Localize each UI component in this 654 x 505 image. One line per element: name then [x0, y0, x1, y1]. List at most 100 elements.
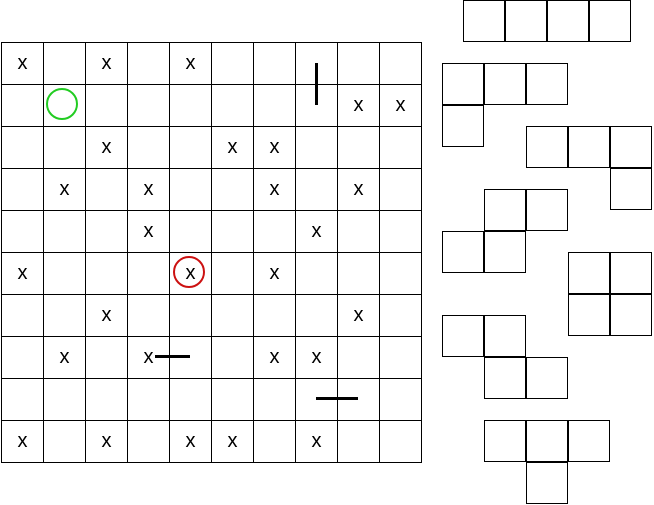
- board-cell[interactable]: [254, 295, 296, 337]
- board-cell[interactable]: [86, 169, 128, 211]
- board-cell[interactable]: x: [128, 169, 170, 211]
- board-cell[interactable]: [296, 295, 338, 337]
- board-cell[interactable]: [128, 421, 170, 463]
- board-cell[interactable]: x: [2, 43, 44, 85]
- board-cell[interactable]: [338, 379, 380, 421]
- board-cell[interactable]: [44, 211, 86, 253]
- board-cell[interactable]: [254, 379, 296, 421]
- board-cell[interactable]: [44, 421, 86, 463]
- piece-t[interactable]: [484, 420, 653, 505]
- board-cell[interactable]: [212, 253, 254, 295]
- board-cell[interactable]: [296, 379, 338, 421]
- board-cell[interactable]: [128, 379, 170, 421]
- board-cell[interactable]: [338, 43, 380, 85]
- board-cell[interactable]: [44, 127, 86, 169]
- board-cell[interactable]: [128, 43, 170, 85]
- board-cell[interactable]: [86, 85, 128, 127]
- board-cell[interactable]: x: [2, 253, 44, 295]
- board-cell[interactable]: [380, 211, 422, 253]
- board-cell[interactable]: [296, 169, 338, 211]
- board-cell[interactable]: [128, 253, 170, 295]
- board-cell[interactable]: [212, 211, 254, 253]
- board-cell[interactable]: [44, 295, 86, 337]
- board-cell[interactable]: [86, 253, 128, 295]
- board-cell[interactable]: [296, 253, 338, 295]
- board-cell[interactable]: x: [170, 43, 212, 85]
- board-cell[interactable]: x: [170, 253, 212, 295]
- board-cell[interactable]: [212, 337, 254, 379]
- board-cell[interactable]: [380, 253, 422, 295]
- board-cell[interactable]: [338, 421, 380, 463]
- board-cell[interactable]: [170, 127, 212, 169]
- piece-z[interactable]: [442, 315, 611, 400]
- board-cell[interactable]: [254, 421, 296, 463]
- board-cell[interactable]: x: [86, 421, 128, 463]
- board-cell[interactable]: [44, 85, 86, 127]
- board-cell[interactable]: [296, 43, 338, 85]
- board-cell[interactable]: x: [44, 169, 86, 211]
- board-cell[interactable]: x: [254, 337, 296, 379]
- piece-i-horizontal[interactable]: [463, 0, 632, 43]
- board-cell[interactable]: [170, 337, 212, 379]
- board-cell[interactable]: [380, 127, 422, 169]
- board-cell[interactable]: [338, 337, 380, 379]
- board-cell[interactable]: [44, 253, 86, 295]
- board-cell[interactable]: [254, 43, 296, 85]
- board-cell[interactable]: [44, 43, 86, 85]
- board-cell[interactable]: [86, 211, 128, 253]
- board-cell[interactable]: [170, 85, 212, 127]
- piece-l-left[interactable]: [442, 63, 611, 148]
- board-cell[interactable]: [212, 43, 254, 85]
- board-cell[interactable]: x: [86, 43, 128, 85]
- board-cell[interactable]: x: [254, 169, 296, 211]
- piece-s[interactable]: [442, 189, 611, 274]
- piece-o[interactable]: [568, 252, 654, 337]
- board-cell[interactable]: [380, 379, 422, 421]
- board-cell[interactable]: [296, 127, 338, 169]
- board-cell[interactable]: x: [86, 127, 128, 169]
- board-cell[interactable]: [128, 85, 170, 127]
- board-cell[interactable]: [128, 127, 170, 169]
- board-cell[interactable]: [128, 295, 170, 337]
- board-cell[interactable]: [2, 127, 44, 169]
- board-cell[interactable]: [2, 379, 44, 421]
- board-cell[interactable]: x: [296, 337, 338, 379]
- board-cell[interactable]: [338, 127, 380, 169]
- board-cell[interactable]: x: [44, 337, 86, 379]
- board-cell[interactable]: x: [128, 211, 170, 253]
- board-cell[interactable]: x: [2, 421, 44, 463]
- board-cell[interactable]: [212, 85, 254, 127]
- board-cell[interactable]: [2, 169, 44, 211]
- board-cell[interactable]: [380, 421, 422, 463]
- board-cell[interactable]: x: [254, 253, 296, 295]
- board-cell[interactable]: x: [254, 127, 296, 169]
- board-cell[interactable]: x: [296, 421, 338, 463]
- board-cell[interactable]: x: [338, 169, 380, 211]
- board-cell[interactable]: [170, 379, 212, 421]
- board-cell[interactable]: [2, 337, 44, 379]
- board-cell[interactable]: [338, 211, 380, 253]
- board-cell[interactable]: x: [128, 337, 170, 379]
- board-cell[interactable]: [380, 295, 422, 337]
- board-cell[interactable]: [380, 43, 422, 85]
- board-cell[interactable]: [254, 211, 296, 253]
- board-cell[interactable]: x: [212, 127, 254, 169]
- board-cell[interactable]: [2, 85, 44, 127]
- board-cell[interactable]: x: [338, 85, 380, 127]
- board-cell[interactable]: [86, 337, 128, 379]
- board-cell[interactable]: [2, 295, 44, 337]
- board-cell[interactable]: [2, 211, 44, 253]
- board-cell[interactable]: [380, 169, 422, 211]
- board-cell[interactable]: [44, 379, 86, 421]
- board-cell[interactable]: x: [86, 295, 128, 337]
- board-cell[interactable]: [212, 379, 254, 421]
- board-cell[interactable]: [296, 85, 338, 127]
- board-cell[interactable]: x: [338, 295, 380, 337]
- board-cell[interactable]: x: [212, 421, 254, 463]
- board-cell[interactable]: [170, 169, 212, 211]
- board-cell[interactable]: x: [170, 421, 212, 463]
- board-cell[interactable]: [212, 169, 254, 211]
- board-cell[interactable]: [338, 253, 380, 295]
- board-cell[interactable]: [212, 295, 254, 337]
- piece-l-right[interactable]: [526, 126, 654, 211]
